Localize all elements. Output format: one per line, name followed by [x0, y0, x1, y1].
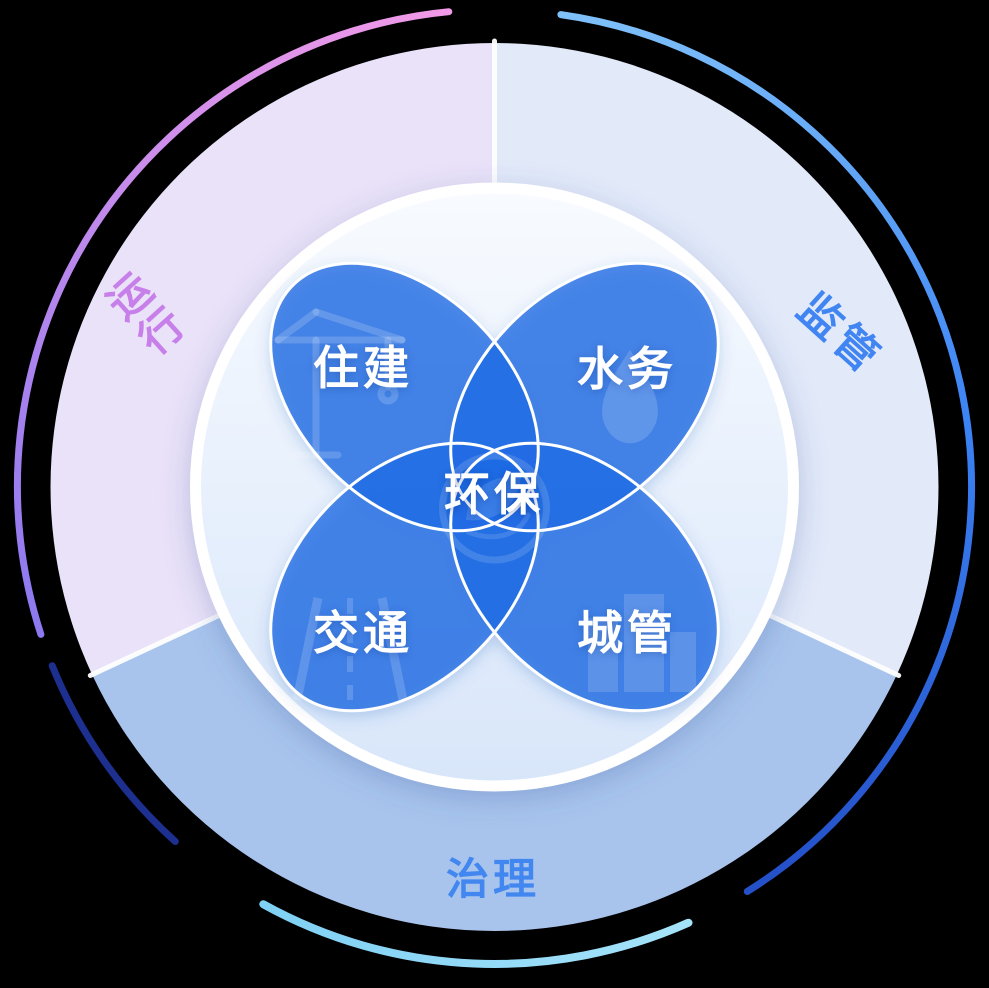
arc-blue-right: [557, 11, 976, 895]
buildings-icon: [588, 594, 696, 692]
petal-label-chengguan[interactable]: 城管: [577, 607, 677, 659]
arc-purple: [13, 8, 453, 638]
arc-cyan-bottom: [259, 900, 693, 968]
petal-outline: [269, 441, 540, 713]
petal-outlines: [269, 261, 720, 713]
crane-icon: [274, 308, 406, 459]
petal-group: [270, 263, 770, 763]
petal-outline: [449, 261, 720, 533]
leaf-emblem-icon: [439, 452, 550, 564]
petal-outline: [449, 441, 720, 713]
petal-label-shuiwu[interactable]: 水务: [577, 343, 677, 395]
petal-label-jiaotong[interactable]: 交通: [313, 607, 413, 659]
petal-outline: [269, 261, 540, 533]
sector-dividers: [87, 38, 902, 678]
water-drop-icon: [602, 350, 658, 444]
sector-divider-left: [87, 610, 228, 678]
arc-navy-left: [48, 662, 179, 845]
petal-label-zhujian[interactable]: 住建: [313, 342, 413, 394]
center-label-huanbao[interactable]: 环保: [444, 468, 544, 520]
sector-divider-right: [761, 610, 902, 678]
outer-arc-ring: [13, 8, 976, 968]
petal-chengguan[interactable]: [399, 392, 770, 763]
sector-label-zhili[interactable]: 治理: [446, 856, 540, 904]
watermark-icons: [274, 308, 696, 701]
road-icon: [292, 597, 408, 701]
